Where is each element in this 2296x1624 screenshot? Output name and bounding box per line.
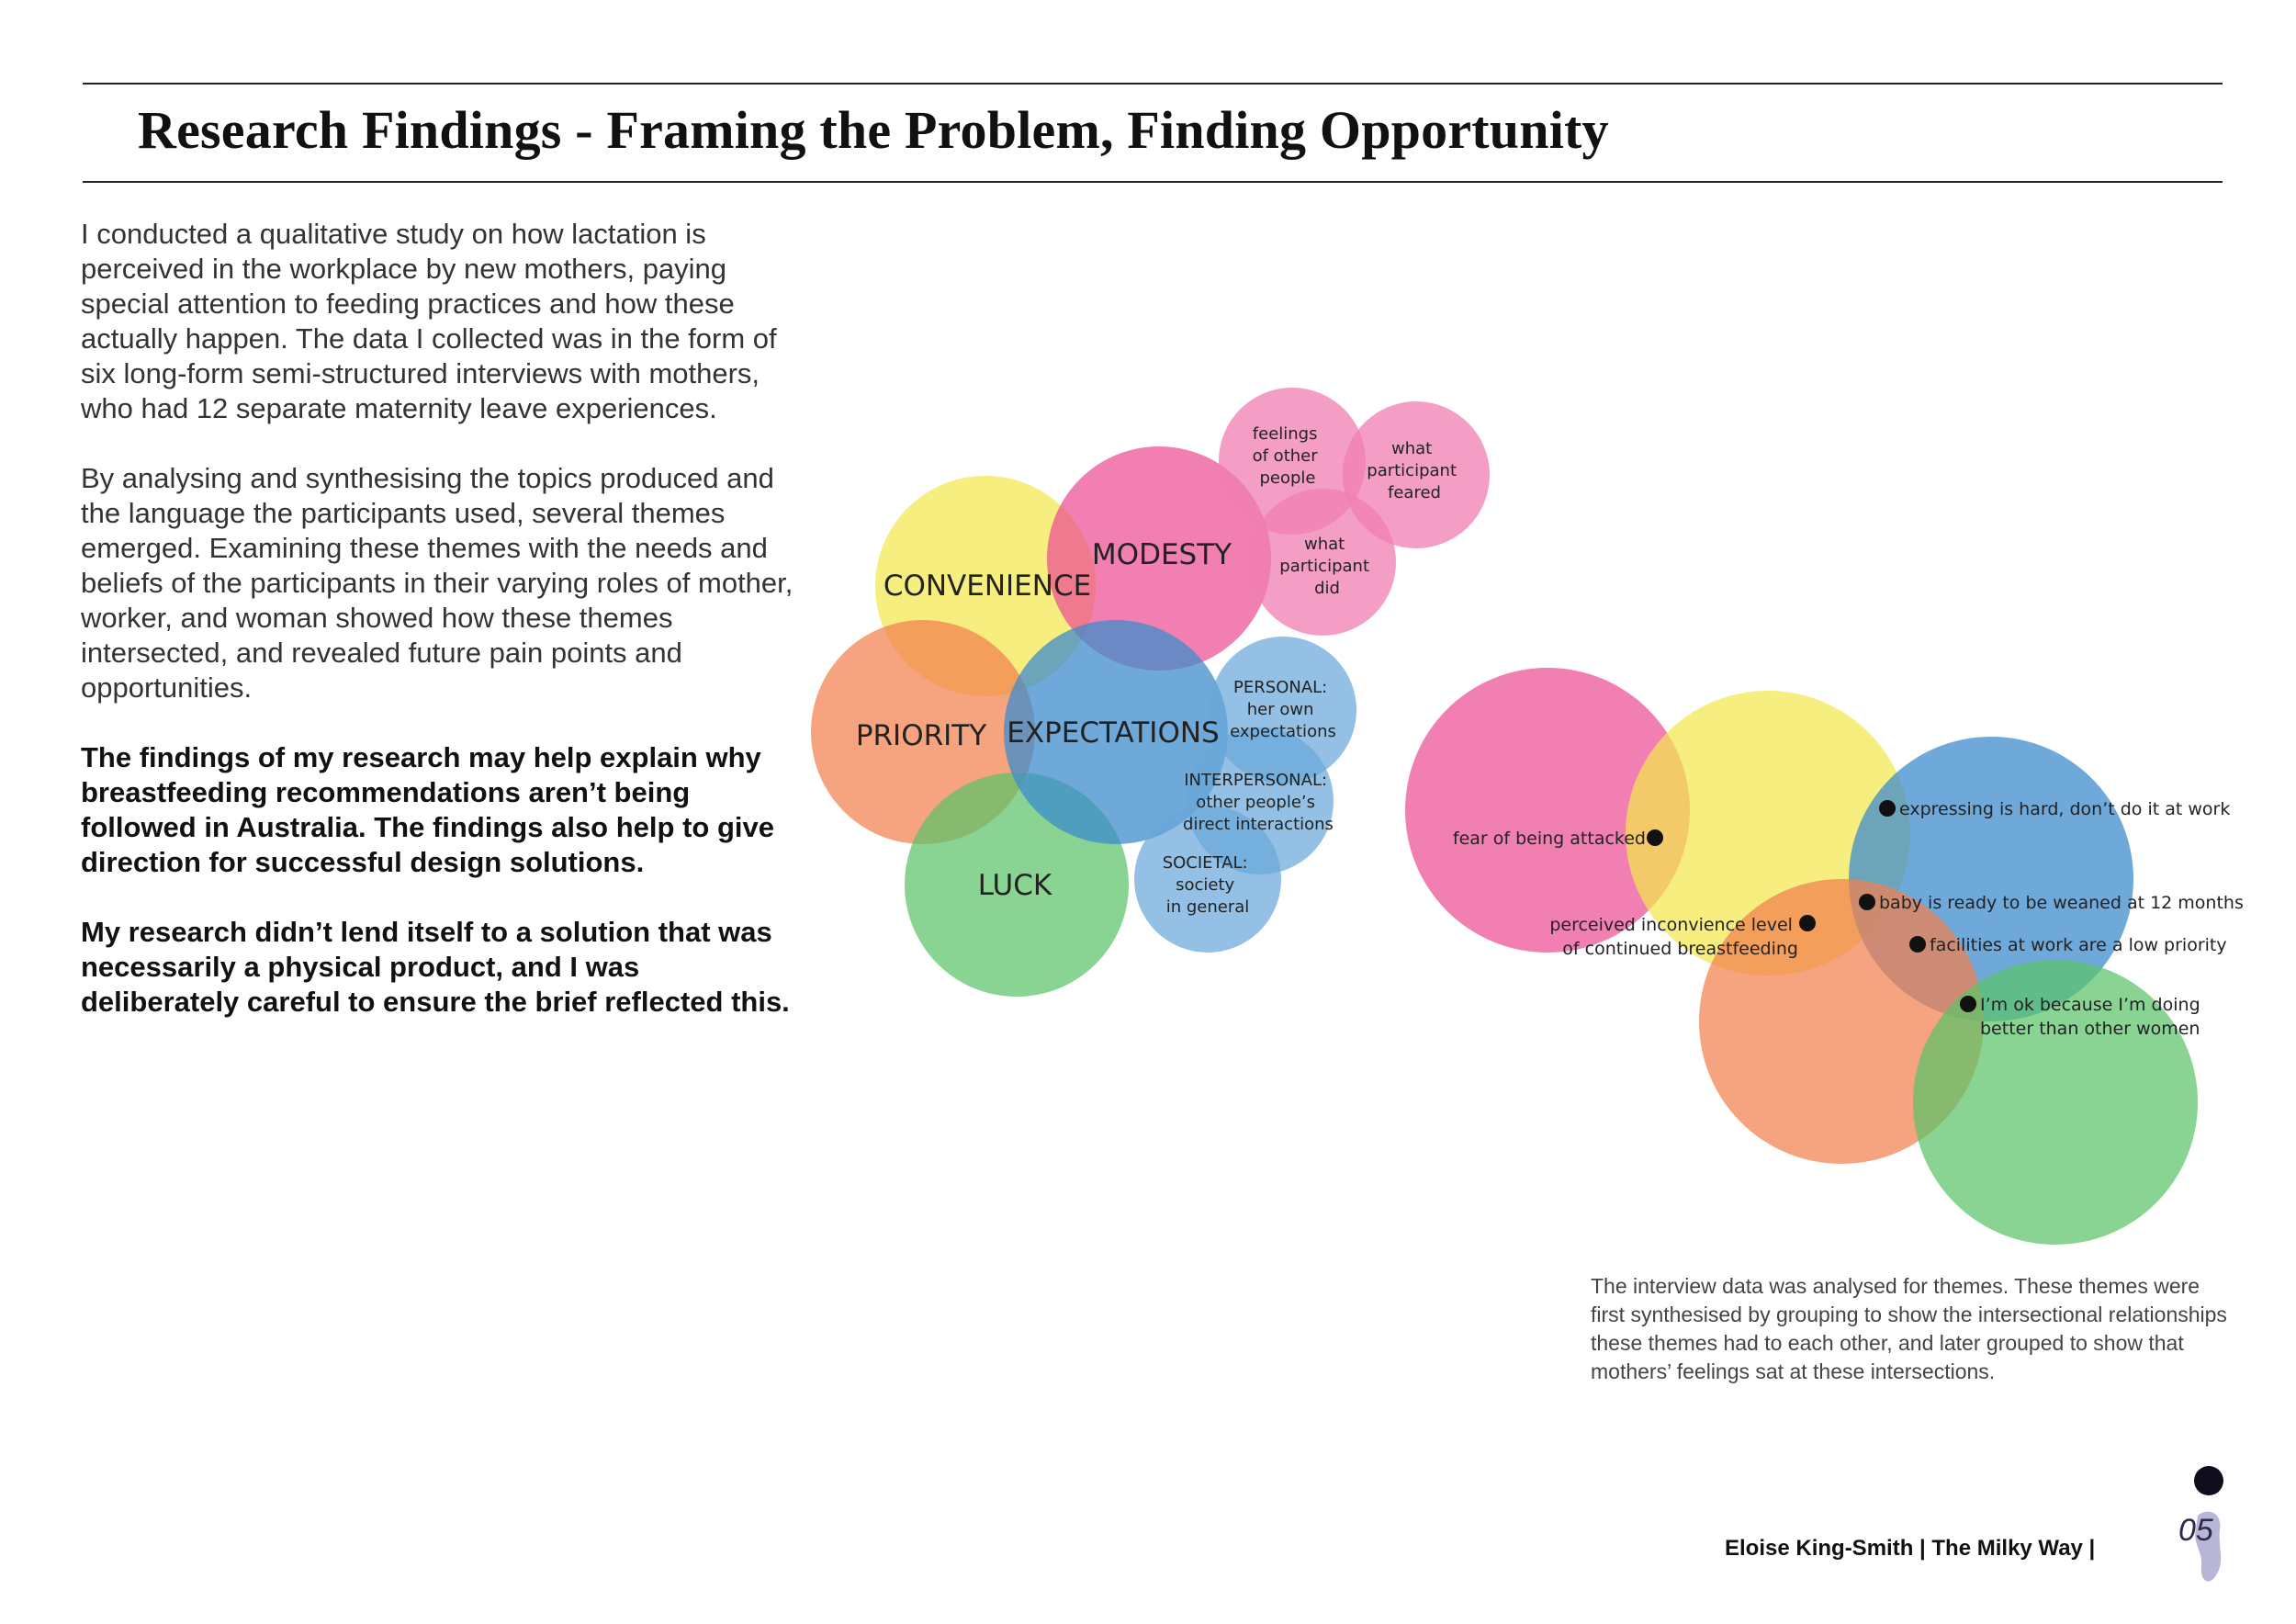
did-circle	[1249, 489, 1396, 636]
feeling-label-inconvenience: perceived inconvience level of continued…	[1549, 915, 1798, 959]
intro-paragraph-study: I conducted a qualitative study on how l…	[81, 218, 777, 424]
modesty-circle	[1047, 446, 1271, 671]
diagram-caption: The interview data was analysed for them…	[1591, 1274, 2227, 1383]
top-rule	[83, 83, 2223, 85]
ink-splash-icon	[2194, 1466, 2223, 1582]
feelings-cluster: fear of being attacked perceived inconvi…	[1405, 668, 2244, 1245]
feared-circle	[1343, 401, 1490, 548]
feeling-dot	[1909, 936, 1926, 953]
title-rule	[83, 181, 2223, 183]
intro-paragraph-findings: The findings of my research may help exp…	[81, 741, 774, 878]
page-number: 05	[2178, 1513, 2213, 1548]
feeling-label-facilities: facilities at work are a low priority	[1930, 935, 2227, 955]
feeling-label-expressing: expressing is hard, don’t do it at work	[1899, 799, 2230, 819]
societal-circle	[1134, 806, 1281, 953]
feeling-label-better: I’m ok because I’m doing better than oth…	[1980, 995, 2206, 1039]
convenience-label: CONVENIENCE	[884, 570, 1091, 603]
footer-author: Eloise King-Smith | The Milky Way |	[1725, 1536, 2096, 1561]
feeling-dot	[1859, 894, 1875, 910]
feelings-label: feelings of other people	[1253, 424, 1323, 488]
feeling-dot	[1647, 829, 1663, 846]
feeling-label-attacked: fear of being attacked	[1453, 829, 1646, 849]
did-label: what participant did	[1279, 535, 1374, 598]
intro-paragraph-solution: My research didn’t lend itself to a solu…	[81, 916, 790, 1018]
interpersonal-label: INTERPERSONAL: other people’s direct int…	[1183, 771, 1334, 834]
priority-label: PRIORITY	[856, 719, 986, 752]
societal-label: SOCIETAL: society in general	[1163, 853, 1254, 917]
expectations-label: EXPECTATIONS	[1007, 716, 1219, 750]
expectations-circle	[1004, 620, 1228, 844]
feeling-label-weaned: baby is ready to be weaned at 12 months	[1879, 893, 2244, 913]
feeling-dot	[1879, 800, 1896, 817]
luck-label: LUCK	[978, 869, 1052, 902]
theme-cluster: CONVENIENCE MODESTY PRIORITY EXPECTATION…	[811, 388, 1490, 997]
feeling-dot	[1960, 996, 1976, 1012]
modesty-big-circle	[1405, 668, 1690, 953]
modesty-label: MODESTY	[1092, 538, 1232, 571]
feared-label: what participant feared	[1367, 439, 1461, 502]
luck-big-circle	[1913, 960, 2198, 1245]
feeling-dot	[1799, 915, 1816, 931]
intro-text: I conducted a qualitative study on how l…	[81, 217, 797, 1054]
page-title: Research Findings - Framing the Problem,…	[138, 100, 1609, 160]
personal-label: PERSONAL: her own expectations	[1230, 678, 1336, 741]
intro-paragraph-analysis: By analysing and synthesising the topics…	[81, 462, 793, 704]
